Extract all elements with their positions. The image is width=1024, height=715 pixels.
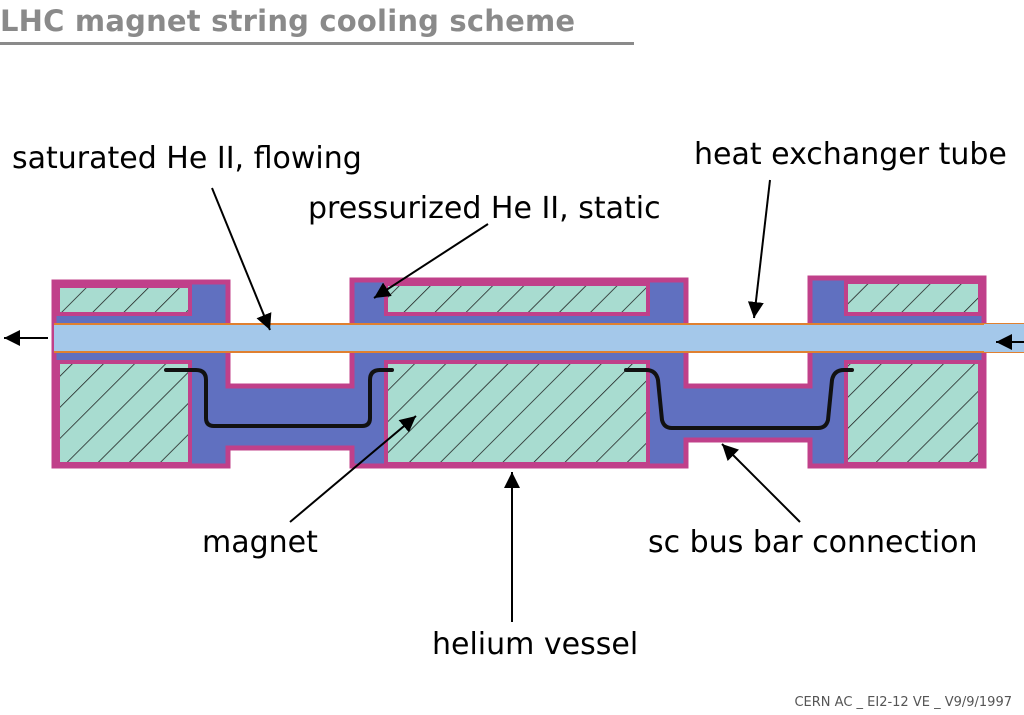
diagram-title: LHC magnet string cooling scheme: [0, 4, 576, 38]
leader-lines: [211, 179, 801, 622]
label-bus-bar: sc bus bar connection: [648, 525, 977, 560]
leader-magnet: [289, 415, 417, 523]
leader-pressurized: [373, 223, 489, 299]
magnet-center-upper: [384, 282, 650, 316]
magnet-right-lower: [844, 360, 982, 466]
label-heat-exchanger: heat exchanger tube: [694, 137, 1007, 172]
leader-bus-bar: [721, 443, 801, 523]
leader-saturated: [211, 187, 272, 331]
bus-bar-left: [164, 368, 394, 428]
footer-credit: CERN AC _ EI2-12 VE _ V9/9/1997: [794, 695, 1012, 710]
label-saturated-he: saturated He II, flowing: [12, 141, 362, 176]
flow-arrows: [4, 330, 1024, 350]
bus-bar-right: [624, 368, 854, 430]
magnet-left-upper: [56, 284, 192, 316]
magnet-blocks: [56, 280, 982, 466]
heat-exchanger-tube: [54, 323, 1024, 353]
label-magnet: magnet: [202, 525, 318, 560]
magnet-right-upper: [844, 280, 982, 316]
magnet-left-lower: [56, 360, 192, 466]
title-underline: [0, 42, 634, 45]
label-helium-vessel: helium vessel: [432, 627, 638, 662]
magnet-center-lower: [384, 360, 650, 466]
leader-heat-exchanger: [747, 179, 771, 319]
sc-bus-bar: [164, 368, 854, 430]
label-pressurized-he: pressurized He II, static: [308, 191, 661, 226]
